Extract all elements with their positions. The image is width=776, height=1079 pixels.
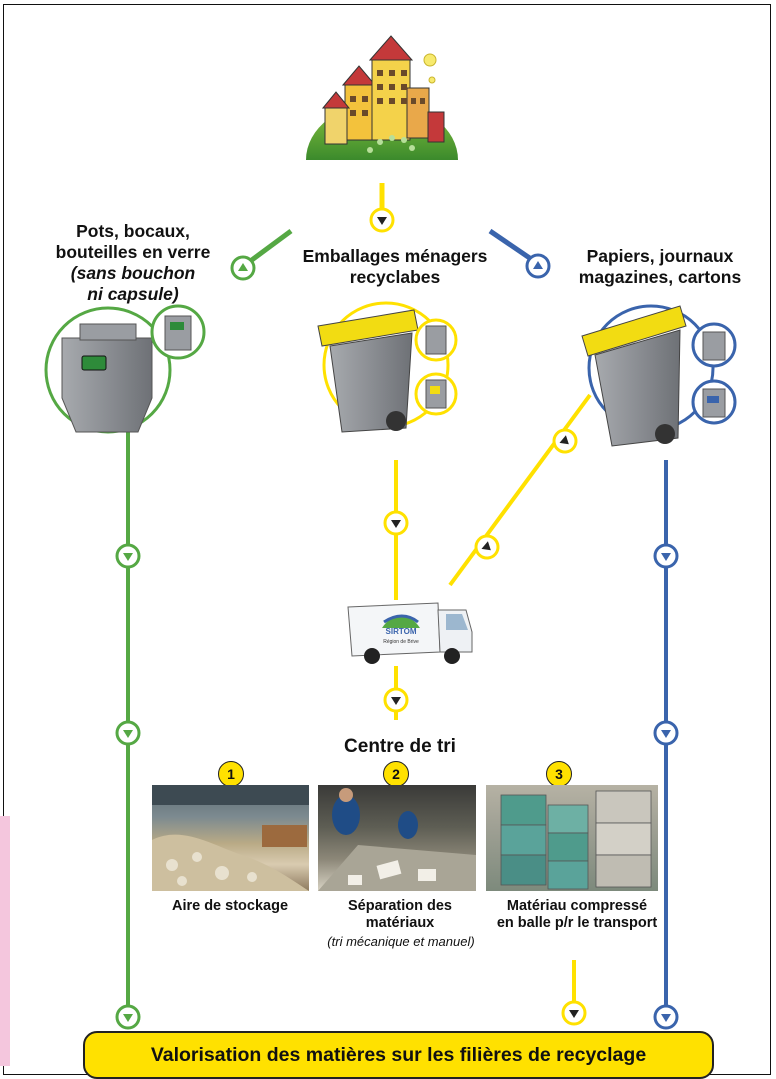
paper-label-line: magazines, cartons	[578, 267, 742, 287]
yellow-arrow-icon	[552, 428, 578, 454]
blue-arrow-icon	[653, 720, 679, 746]
step-label-line: Séparation des	[348, 898, 452, 914]
yellow-arrow-icon	[383, 687, 409, 713]
step-number-badge: 1	[218, 761, 244, 787]
banner-text: Valorisation des matières sur les filièr…	[150, 1043, 647, 1066]
glass-container-icon	[44, 304, 206, 434]
paper-label: Papiers, journaux magazines, cartons	[555, 246, 765, 288]
glass-label-line: bouteilles en verre	[55, 242, 211, 262]
packaging-label-line: recyclabes	[349, 267, 441, 287]
green-arrow-icon	[115, 543, 141, 569]
packaging-label-line: Emballages ménagers	[302, 246, 488, 266]
paper-label-line: Papiers, journaux	[586, 246, 734, 266]
step-label: Aire de stockage	[150, 898, 310, 915]
sorting-center-title: Centre de tri	[344, 736, 456, 757]
step-label-line: Aire de stockage	[171, 898, 289, 914]
step-note: (tri mécanique et manuel)	[327, 934, 475, 949]
blue-arrow-icon	[653, 543, 679, 569]
step-label-line: matériaux	[365, 915, 435, 932]
blue-arrow-icon	[653, 1004, 679, 1030]
step-label-line: en balle p/r le transport	[496, 915, 658, 932]
compressed-bales-photo	[486, 785, 658, 891]
paper-to-truck-line	[448, 393, 592, 587]
yellow-arrow-icon	[383, 510, 409, 536]
storage-area-photo	[152, 785, 309, 891]
truck-logo: SIRTOM	[376, 628, 426, 636]
green-up-arrow-icon	[230, 255, 256, 281]
green-arrow-icon	[115, 720, 141, 746]
step-label-line: Matériau compressé	[506, 898, 648, 914]
paper-bin-icon	[581, 304, 737, 447]
truck-logo-sub: Région de Brive	[383, 639, 419, 645]
glass-label-line: Pots, bocaux,	[76, 221, 190, 241]
yellow-arrow-icon	[561, 1000, 587, 1026]
step-number-badge: 3	[546, 761, 572, 787]
truck-icon	[347, 602, 473, 664]
yellow-arrow-icon	[474, 534, 500, 560]
truck-logo-brand: SIRTOM	[385, 627, 417, 636]
packaging-bin-icon	[317, 301, 458, 433]
edge-decoration	[0, 816, 10, 1066]
glass-note-line: (sans bouchon	[70, 263, 196, 283]
material-separation-photo	[318, 785, 476, 891]
glass-note-line: ni capsule)	[87, 284, 179, 304]
glass-label: Pots, bocaux, bouteilles en verre (sans …	[38, 221, 228, 305]
recycling-outcome-banner: Valorisation des matières sur les filièr…	[83, 1031, 714, 1079]
packaging-label: Emballages ménagers recyclabes	[285, 246, 505, 288]
blue-up-arrow-icon	[525, 253, 551, 279]
yellow-arrow-icon	[369, 207, 395, 233]
green-arrow-icon	[115, 1004, 141, 1030]
step-number-badge: 2	[383, 761, 409, 787]
glass-branch-line	[243, 228, 293, 268]
step-label: Séparation des matériaux	[300, 898, 500, 933]
step-label: Matériau compressé en balle p/r le trans…	[482, 898, 672, 933]
city-icon	[306, 35, 458, 160]
